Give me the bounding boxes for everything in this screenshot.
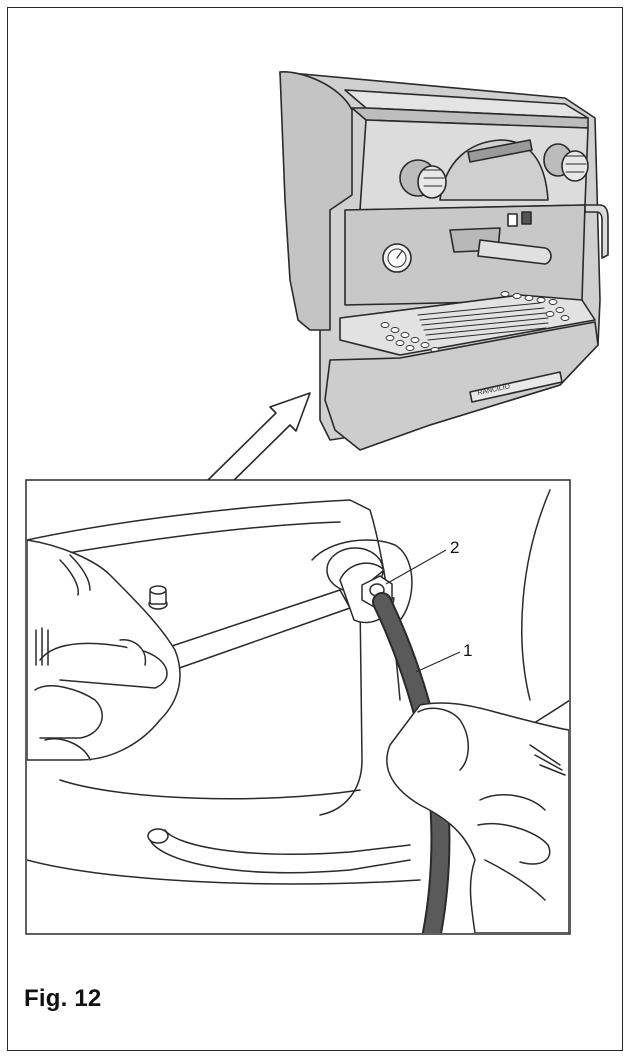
outlet-recess	[311, 539, 413, 626]
drip-tray-grate	[417, 302, 549, 341]
steam-wand	[584, 204, 609, 259]
espresso-machine: RANCILIO	[279, 71, 609, 451]
machine-base	[324, 321, 599, 451]
callout-label-2: 2	[450, 538, 459, 557]
espresso-badge	[467, 139, 533, 163]
switch-1	[507, 213, 518, 227]
callout-label-1: 1	[463, 641, 472, 660]
cup-tray-rim	[351, 107, 589, 129]
callouts	[385, 549, 461, 673]
brand-badge	[469, 371, 563, 403]
detail-inset	[27, 489, 569, 933]
machine-side-panel	[279, 71, 353, 331]
switch-2	[521, 211, 532, 225]
right-hand	[386, 702, 569, 933]
panel-bolt	[148, 585, 168, 610]
figure-caption: Fig. 12	[24, 985, 102, 1012]
callout-leader-1	[415, 651, 461, 673]
direction-arrow	[207, 392, 311, 493]
portafilter-handle	[477, 239, 552, 265]
grouphead-arch	[439, 139, 549, 201]
left-hand	[27, 539, 181, 761]
drain-tube	[149, 839, 411, 874]
callout-leader-2	[385, 549, 447, 585]
